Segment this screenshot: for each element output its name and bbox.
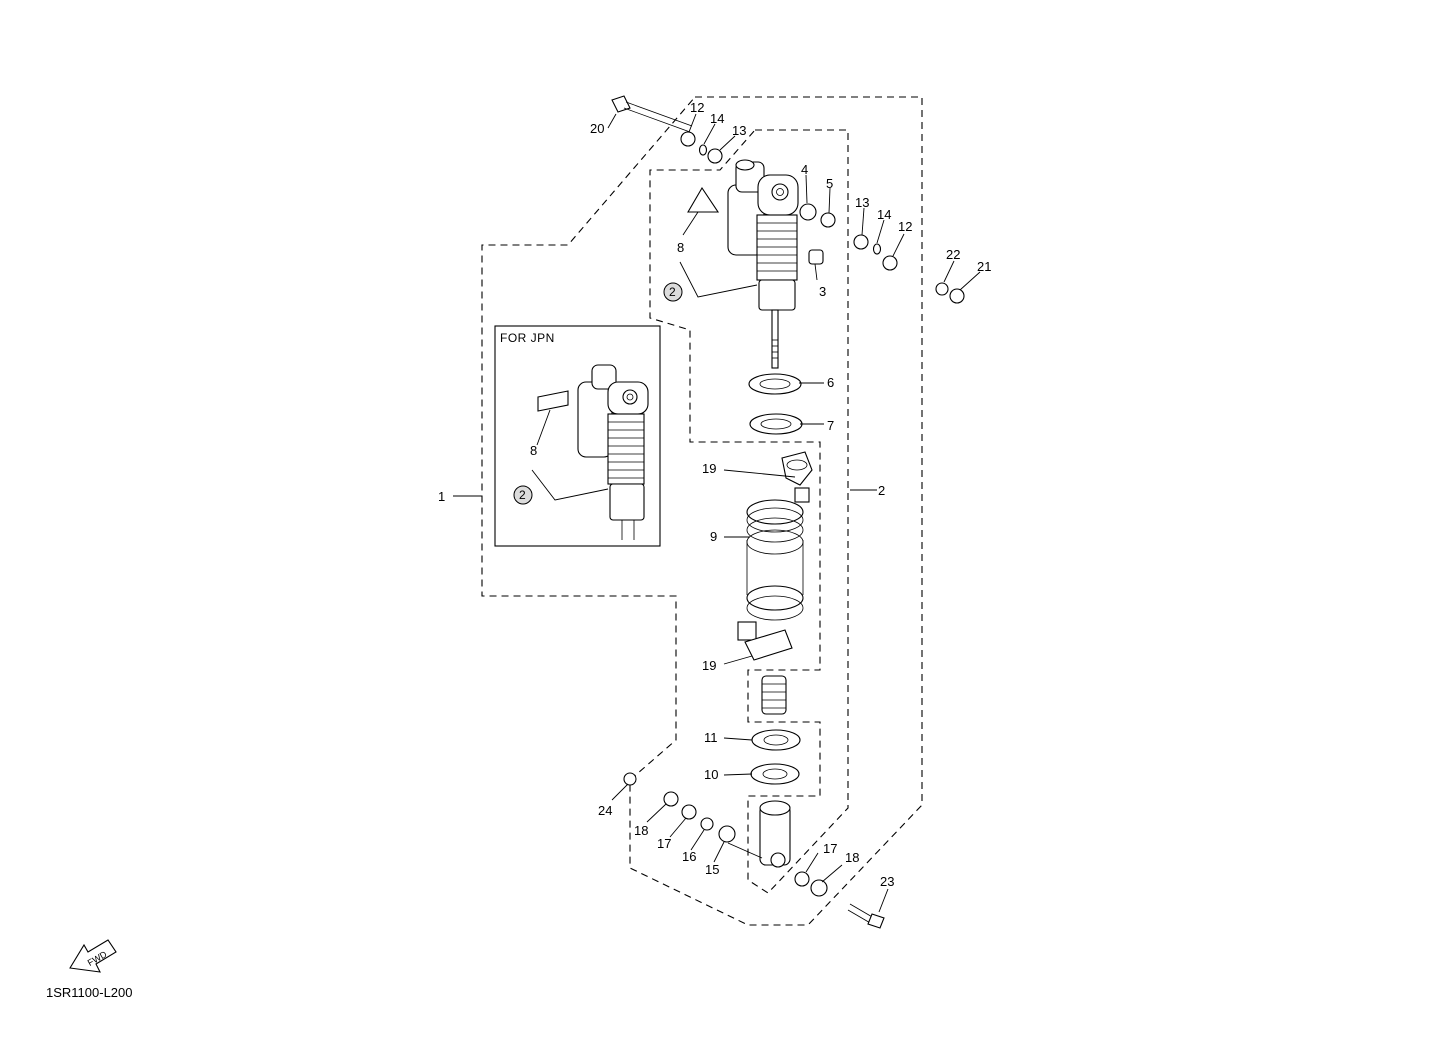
for-jpn-inset-box	[494, 325, 661, 547]
callout-24: 24	[598, 803, 612, 818]
valve-3	[808, 249, 824, 265]
callout-6: 6	[827, 375, 834, 390]
reference-mark-circle	[663, 282, 683, 302]
reference-mark-text: 2	[669, 285, 676, 299]
callout-17-left: 17	[657, 836, 671, 851]
rear-shock-absorber-drawing	[727, 159, 799, 369]
callout-22: 22	[946, 247, 960, 262]
locknut-ring	[749, 413, 803, 435]
nut-24	[623, 772, 637, 786]
collar-17-right	[794, 871, 810, 887]
callout-13-side: 13	[855, 195, 869, 210]
callout-8-jpn: 8	[530, 443, 537, 458]
reference-mark-text-jpn: 2	[519, 488, 526, 502]
forward-direction-arrow: FWD	[69, 939, 117, 973]
spring-adjuster-ring	[748, 373, 802, 395]
nut-21	[949, 288, 965, 304]
callout-8-main: 8	[677, 240, 684, 255]
leader-lines	[453, 113, 981, 913]
warning-label-sticker	[687, 186, 720, 213]
callout-9: 9	[710, 529, 717, 544]
callout-12-side: 12	[898, 219, 912, 234]
callout-14-side: 14	[877, 207, 891, 222]
seal-18-left	[663, 791, 679, 807]
lower-clevis	[759, 800, 791, 868]
spring-guide-upper	[781, 451, 813, 486]
collar-16	[700, 817, 714, 831]
oring-14-top	[698, 144, 708, 156]
washer-22	[935, 282, 949, 296]
callout-19-lower: 19	[702, 658, 716, 673]
seal-13-top	[707, 148, 723, 164]
coil-spring-drawing	[746, 499, 804, 621]
callout-7: 7	[827, 418, 834, 433]
callout-17-right: 17	[823, 841, 837, 856]
assembly-2-boundary	[649, 129, 849, 894]
callout-23: 23	[880, 874, 894, 889]
reference-mark-circle-jpn	[513, 485, 533, 505]
callout-16: 16	[682, 849, 696, 864]
callout-2: 2	[878, 483, 885, 498]
jpn-shock-assembly-drawing	[577, 364, 649, 540]
callout-labels: 1 2 3 4 5 6 7 8 8 9 10 11 12 12 13 13 14…	[438, 100, 991, 889]
bolt-23	[847, 903, 885, 929]
cap-11	[751, 729, 801, 751]
callout-10: 10	[704, 767, 718, 782]
drawing-code: 1SR1100-L200	[46, 985, 133, 1000]
collar-17-left	[681, 804, 697, 820]
callout-12-top: 12	[690, 100, 704, 115]
callout-3: 3	[819, 284, 826, 299]
callout-21: 21	[977, 259, 991, 274]
bushing-4	[799, 203, 817, 221]
seal-13-side	[853, 234, 869, 250]
bolt-20	[611, 95, 693, 133]
seal-18-right	[810, 879, 828, 897]
circlip-5	[820, 212, 836, 228]
callout-14-top: 14	[710, 111, 724, 126]
bearing-15	[718, 825, 736, 843]
collar-12-top	[680, 131, 696, 147]
for-jpn-inset-title: FOR JPN	[500, 331, 555, 345]
callout-20: 20	[590, 121, 604, 136]
oring-14-side	[872, 243, 882, 255]
jpn-label-sticker	[537, 390, 569, 412]
callout-18-left: 18	[634, 823, 648, 838]
spring-guide-tab-upper	[794, 487, 810, 503]
collar-12-side	[882, 255, 898, 271]
callout-18-right: 18	[845, 850, 859, 865]
callout-11: 11	[704, 730, 718, 745]
callout-5: 5	[826, 176, 833, 191]
assembly-1-boundary	[481, 96, 923, 926]
callout-1: 1	[438, 489, 445, 504]
callout-15: 15	[705, 862, 719, 877]
seal-10	[750, 763, 800, 785]
callout-4: 4	[801, 162, 808, 177]
callout-19-upper: 19	[702, 461, 716, 476]
spring-guide-lower	[737, 621, 793, 661]
bump-rubber	[761, 675, 787, 715]
callout-13-top: 13	[732, 123, 746, 138]
